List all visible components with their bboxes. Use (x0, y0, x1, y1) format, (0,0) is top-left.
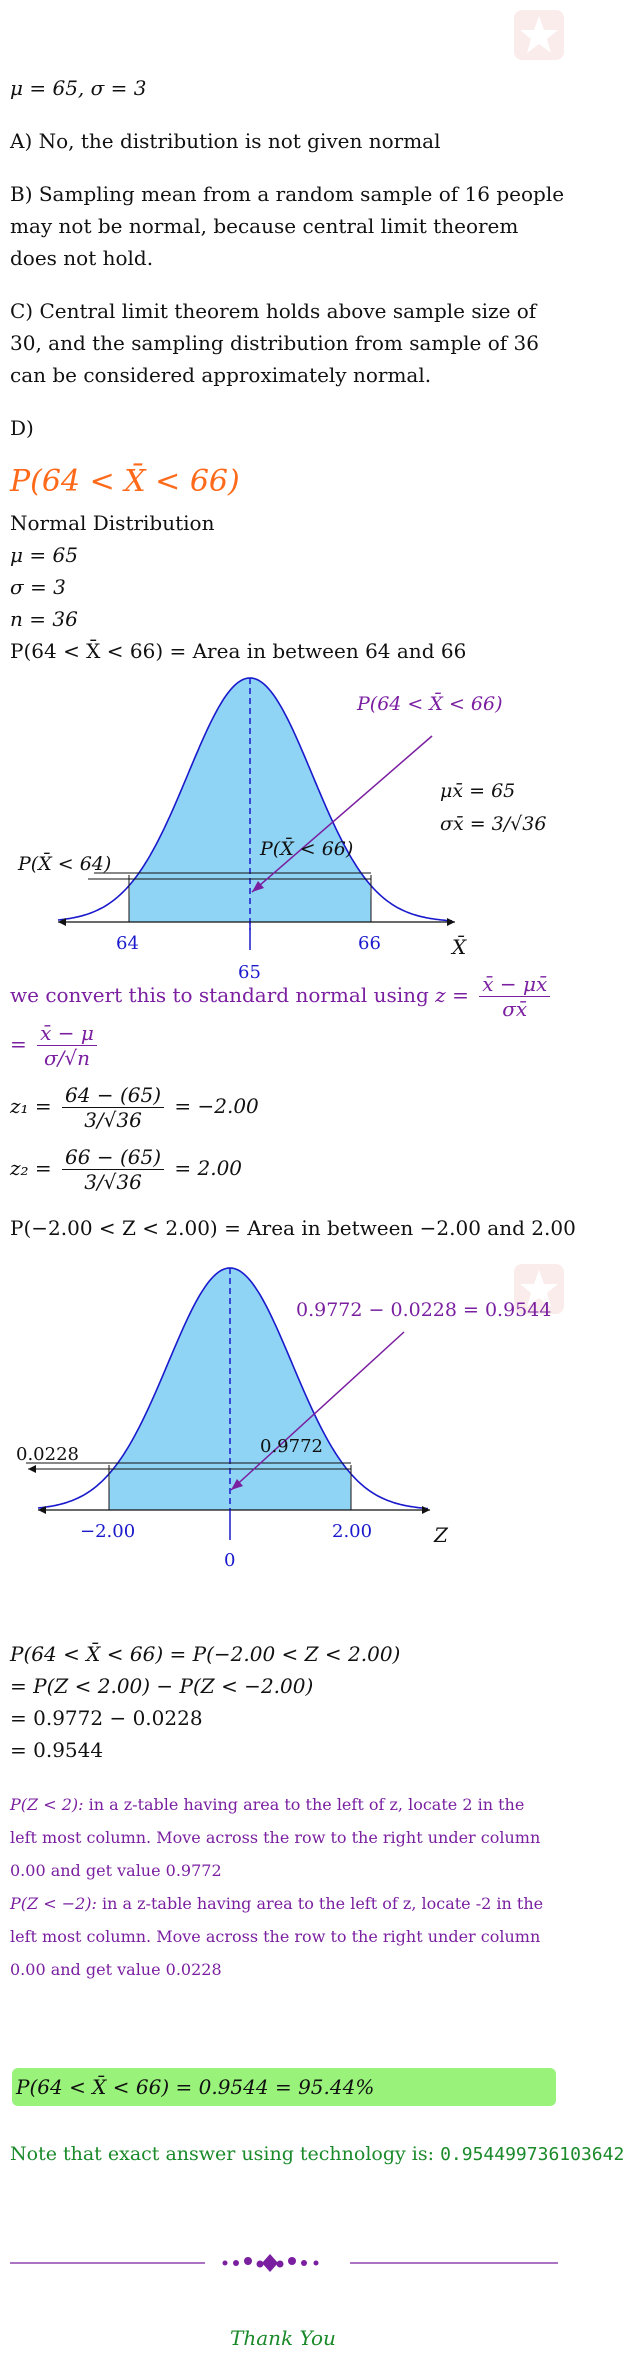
tick-label-right: 2.00 (332, 1521, 372, 1542)
step-4: = 0.9544 (10, 1738, 104, 1762)
n-line: n = 36 (10, 607, 78, 631)
axis-label: X̄ (450, 934, 467, 959)
step-2: = P(Z < 2.00) − P(Z < −2.00) (10, 1674, 314, 1698)
graph1-sigma-label: σx̄ = 3/√36 (440, 813, 546, 835)
footer-divider (10, 2254, 558, 2272)
note-2-line-2: left most column. Move across the row to… (10, 1927, 541, 1946)
area-line: P(64 < X̄ < 66) = Area in between 64 and… (10, 639, 467, 663)
probability-heading: P(64 < X̄ < 66) (10, 464, 240, 499)
graph2-mid-label: 0.9772 (260, 1436, 323, 1457)
note-2-line-3: 0.00 and get value 0.0228 (10, 1960, 222, 1979)
x-axis-arrow-right (447, 918, 455, 926)
step-1: P(64 < X̄ < 66) = P(−2.00 < Z < 2.00) (10, 1642, 401, 1666)
bell-curve (37, 1267, 429, 1510)
graph2-top-label: 0.9772 − 0.0228 = 0.9544 (296, 1299, 551, 1321)
ornament-icon (222, 2254, 319, 2272)
note-1-line-3: 0.00 and get value 0.9772 (10, 1861, 222, 1880)
tick-label-center: 0 (224, 1550, 235, 1571)
x-axis-arrow-left (58, 918, 66, 926)
pointer-line (251, 735, 433, 893)
bell-curve (57, 677, 453, 922)
tick-label-center: 65 (238, 962, 261, 983)
tick-label-right: 66 (358, 933, 381, 954)
distribution-label: Normal Distribution (10, 511, 215, 535)
axis-label: Z (433, 1523, 449, 1547)
final-result: P(64 < X̄ < 66) = 0.9544 = 95.44% (16, 2075, 375, 2099)
thank-you-text: Thank You (230, 2326, 336, 2350)
tick-label-left: −2.00 (80, 1521, 135, 1542)
z1-calculation: z₁ = 64 − (65)3/√36 = −2.00 (10, 1083, 259, 1132)
pointer-arrowhead (252, 881, 264, 892)
step-3: = 0.9772 − 0.0228 (10, 1706, 203, 1730)
z-axis-arrow-right (422, 1506, 430, 1514)
convert-text: we convert this to standard normal using (10, 983, 429, 1007)
pointer-line (230, 1331, 405, 1491)
mu-line: μ = 65 (10, 543, 78, 567)
standard-normal-graph: 0.9772 − 0.0228 = 0.9544 0.0228 0.9772 −… (16, 1267, 551, 1571)
note-1-line-2: left most column. Move across the row to… (10, 1828, 541, 1847)
answer-d: D) (10, 416, 34, 440)
z2-calculation: z₂ = 66 − (65)3/√36 = 2.00 (10, 1145, 243, 1194)
pointer-arrowhead (231, 1479, 243, 1490)
note-1-line-1: P(Z < 2): in a z-table having area to th… (10, 1795, 525, 1814)
tick-label-left: 64 (116, 933, 139, 954)
fraction-standardize: x̄ − μx̄ σx̄ (479, 972, 551, 1021)
graph1-mu-label: μx̄ = 65 (440, 780, 515, 802)
watermark-logo-icon (514, 1264, 564, 1314)
graph1-top-label: P(64 < X̄ < 66) (356, 692, 503, 715)
note-2-line-1: P(Z < −2): in a z-table having area to t… (10, 1894, 544, 1913)
convert-line: we convert this to standard normal using… (10, 972, 570, 1070)
z-area-line: P(−2.00 < Z < 2.00) = Area in between −2… (10, 1216, 576, 1240)
z-lhs: z = (435, 983, 469, 1007)
exact-answer-line: Note that exact answer using technology … (10, 2143, 625, 2165)
given-params: μ = 65, σ = 3 (10, 76, 147, 100)
answer-b: B) Sampling mean from a random sample of… (10, 182, 565, 270)
left-arrowhead (28, 1465, 36, 1473)
watermark-logo-icon (514, 10, 564, 60)
graph1-mid-label: P(X̄ < 66) (259, 837, 353, 860)
graph2-left-label: 0.0228 (16, 1444, 79, 1465)
answer-a: A) No, the distribution is not given nor… (10, 129, 441, 153)
z-axis-arrow-left (38, 1506, 46, 1514)
exact-value: 0.954499736103642 (440, 2144, 625, 2165)
normal-curve-graph: P(64 < X̄ < 66) μx̄ = 65 σx̄ = 3/√36 P(X… (17, 677, 546, 983)
result-highlight-box (12, 2068, 556, 2106)
fraction-population: x̄ − μ σ/√n (37, 1021, 97, 1070)
graph1-left-label: P(X̄ < 64) (17, 852, 111, 875)
equals-sign: = (10, 1032, 27, 1056)
answer-c: C) Central limit theorem holds above sam… (10, 299, 540, 387)
sigma-line: σ = 3 (10, 575, 66, 599)
